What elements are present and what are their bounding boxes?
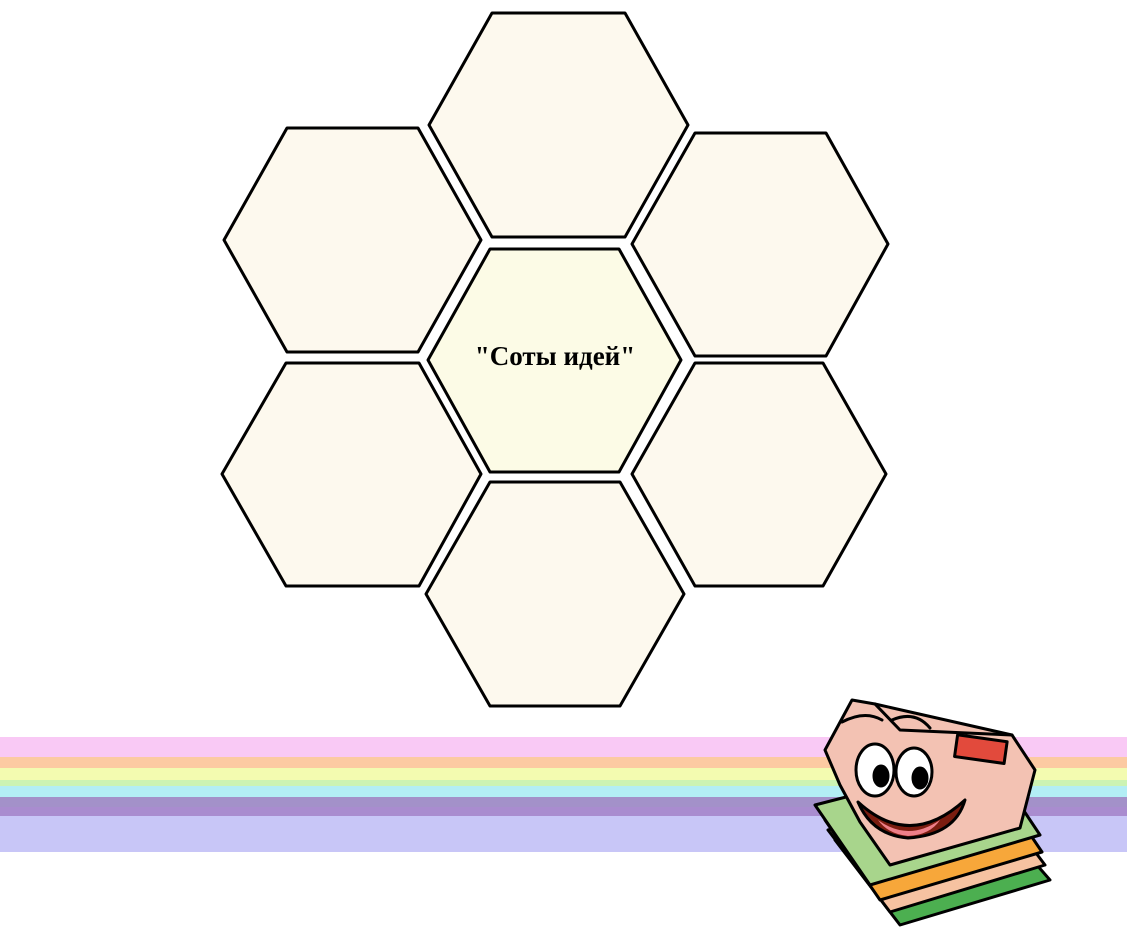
center-title: "Соты идей" (475, 341, 635, 371)
hexagon-lower-left (222, 363, 481, 586)
hexagon-bottom (426, 482, 684, 706)
hexagon-upper-right (632, 133, 888, 356)
hexagon-lower-right (632, 363, 886, 586)
hexagon-upper-left (224, 128, 481, 352)
hexagon-top (429, 13, 688, 237)
folder-mascot-icon (780, 690, 1060, 930)
